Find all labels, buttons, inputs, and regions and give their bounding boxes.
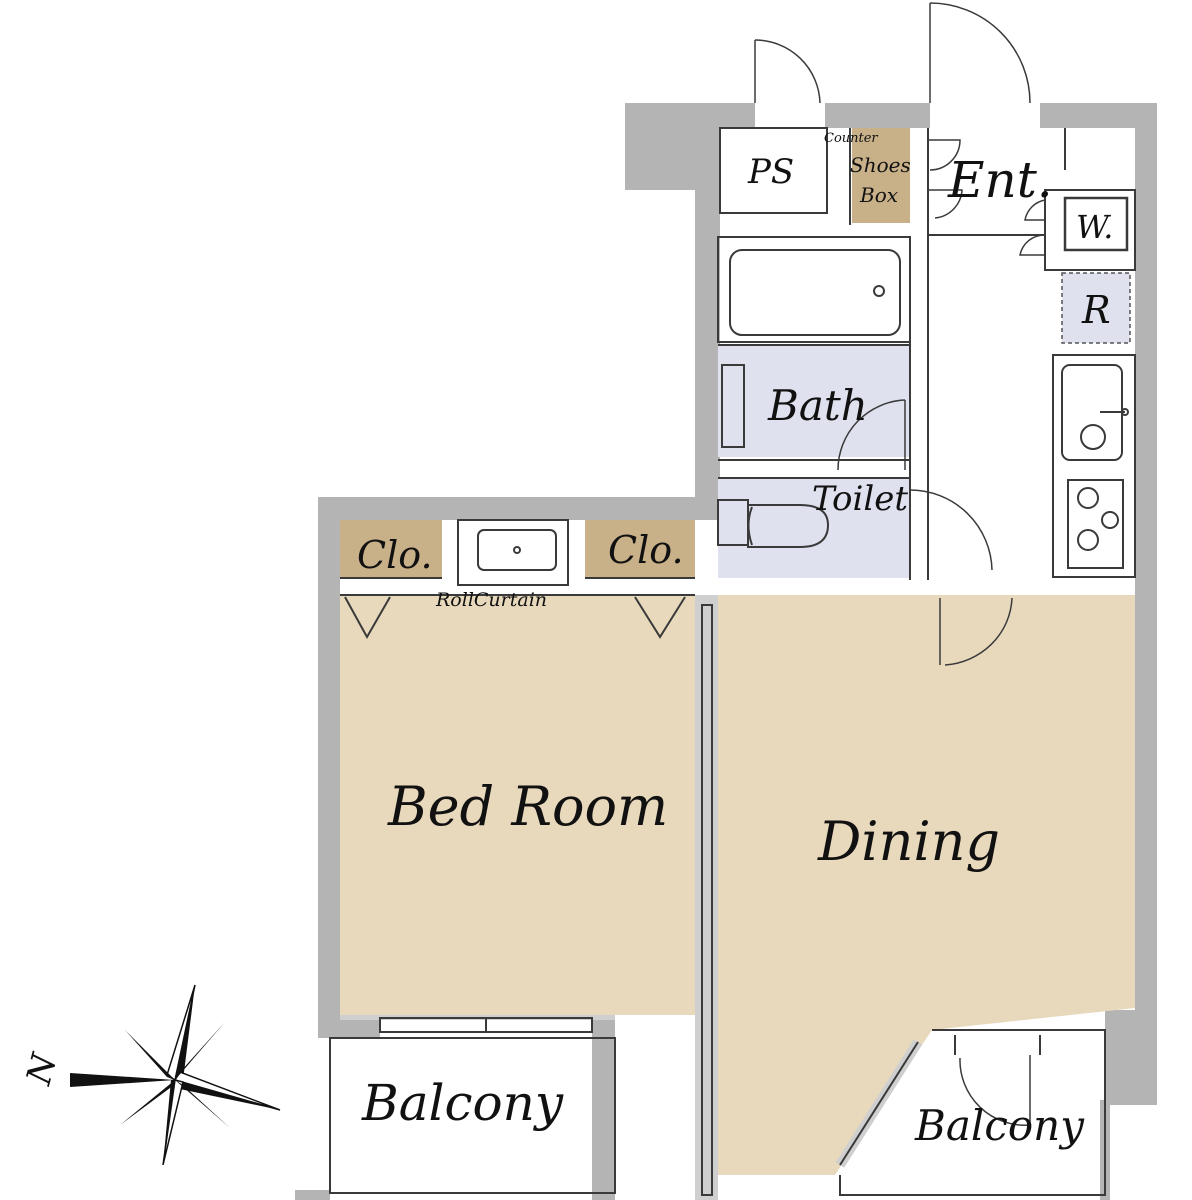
washer-label: W.	[1076, 208, 1113, 246]
closet-right-label: Clo.	[608, 528, 684, 572]
dining-label: Dining	[817, 810, 1000, 873]
entrance-label: Ent.	[947, 151, 1053, 209]
closet-left-label: Clo.	[357, 533, 433, 577]
door-swing-icon	[959, 1055, 1031, 1126]
balcony-right-label: Balcony	[914, 1101, 1085, 1150]
door-swings	[754, 2, 1046, 1126]
door-swing-icon	[928, 139, 963, 219]
compass-rose-icon	[70, 984, 281, 1166]
toilet-label: Toilet	[812, 479, 908, 519]
room-floors	[340, 128, 1135, 1175]
bath-floor	[718, 345, 910, 457]
counter-label: Counter	[824, 131, 878, 146]
labels: PS Counter Shoes Box Ent. W. R Bath Toil…	[19, 131, 1114, 1150]
bedroom-floor	[340, 595, 695, 1015]
bath-label: Bath	[767, 381, 868, 430]
toilet-floor	[718, 478, 910, 578]
closet-right-floor	[585, 520, 695, 578]
balcony-left-label: Balcony	[361, 1074, 564, 1132]
door-swing-icon	[837, 399, 906, 471]
north-label: N	[19, 1049, 66, 1090]
door-swing-icon	[909, 489, 993, 571]
refrigerator-space	[1061, 272, 1131, 344]
roll-curtain-label: RollCurtain	[435, 589, 547, 611]
refrigerator-label: R	[1081, 288, 1111, 332]
dining-floor	[718, 595, 1135, 1175]
door-swing-icon	[754, 39, 821, 104]
door-swing-icon	[1019, 199, 1046, 256]
closet-left-floor	[340, 520, 442, 578]
box-label: Box	[859, 183, 898, 207]
ps-label: PS	[747, 152, 794, 192]
bedroom-label: Bed Room	[387, 775, 668, 838]
shoes-box-floor	[852, 128, 910, 223]
door-swing-icon	[939, 597, 1013, 666]
door-swing-icon	[929, 2, 1031, 104]
shoes-label: Shoes	[850, 153, 911, 177]
